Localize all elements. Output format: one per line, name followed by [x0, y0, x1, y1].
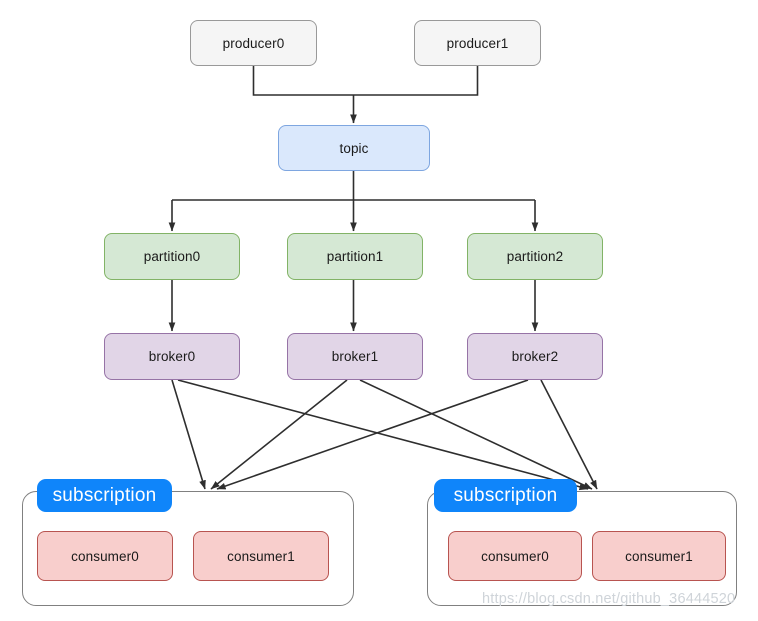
watermark: https://blog.csdn.net/github_36444520: [482, 591, 736, 607]
edge-producer1-to-merge: [353, 66, 479, 96]
node-consumer-1-1-label: consumer1: [625, 548, 693, 564]
subscription-badge-0: subscription: [37, 479, 172, 512]
node-partition2[interactable]: partition2: [467, 233, 603, 280]
node-broker0-label: broker0: [148, 349, 196, 364]
edge-broker1-to-subscription1: [359, 379, 593, 490]
edge-broker1-to-subscription0: [210, 379, 348, 490]
edge-broker2-to-subscription0: [216, 379, 529, 490]
edge-broker2-to-subscription1: [540, 379, 598, 490]
subscription-badge-0-label: subscription: [52, 484, 157, 506]
edge-producer0-to-merge: [252, 66, 354, 96]
node-partition1[interactable]: partition1: [287, 233, 423, 280]
node-consumer-0-0-label: consumer0: [71, 548, 139, 564]
node-partition0[interactable]: partition0: [104, 233, 240, 280]
node-producer0-label: producer0: [222, 35, 285, 51]
node-consumer-0-1-label: consumer1: [227, 548, 295, 564]
node-broker0[interactable]: broker0: [104, 333, 240, 380]
node-partition1-label: partition1: [326, 249, 384, 264]
node-consumer-1-1[interactable]: consumer1: [592, 531, 726, 581]
node-broker1[interactable]: broker1: [287, 333, 423, 380]
node-broker1-label: broker1: [331, 349, 379, 364]
node-producer1-label: producer1: [446, 35, 509, 51]
node-partition0-label: partition0: [143, 249, 201, 264]
subscription-badge-1: subscription: [434, 479, 577, 512]
subscription-badge-1-label: subscription: [453, 484, 558, 506]
edge-broker0-to-subscription0: [171, 379, 206, 490]
node-consumer-0-1[interactable]: consumer1: [193, 531, 329, 581]
node-topic-label: topic: [339, 140, 369, 156]
node-topic[interactable]: topic: [278, 125, 430, 171]
node-producer1[interactable]: producer1: [414, 20, 541, 66]
node-broker2-label: broker2: [511, 349, 559, 364]
node-consumer-1-0[interactable]: consumer0: [448, 531, 582, 581]
node-partition2-label: partition2: [506, 249, 564, 264]
edge-broker0-to-subscription1: [177, 379, 589, 491]
node-consumer-1-0-label: consumer0: [481, 548, 549, 564]
node-broker2[interactable]: broker2: [467, 333, 603, 380]
node-consumer-0-0[interactable]: consumer0: [37, 531, 173, 581]
node-producer0[interactable]: producer0: [190, 20, 317, 66]
